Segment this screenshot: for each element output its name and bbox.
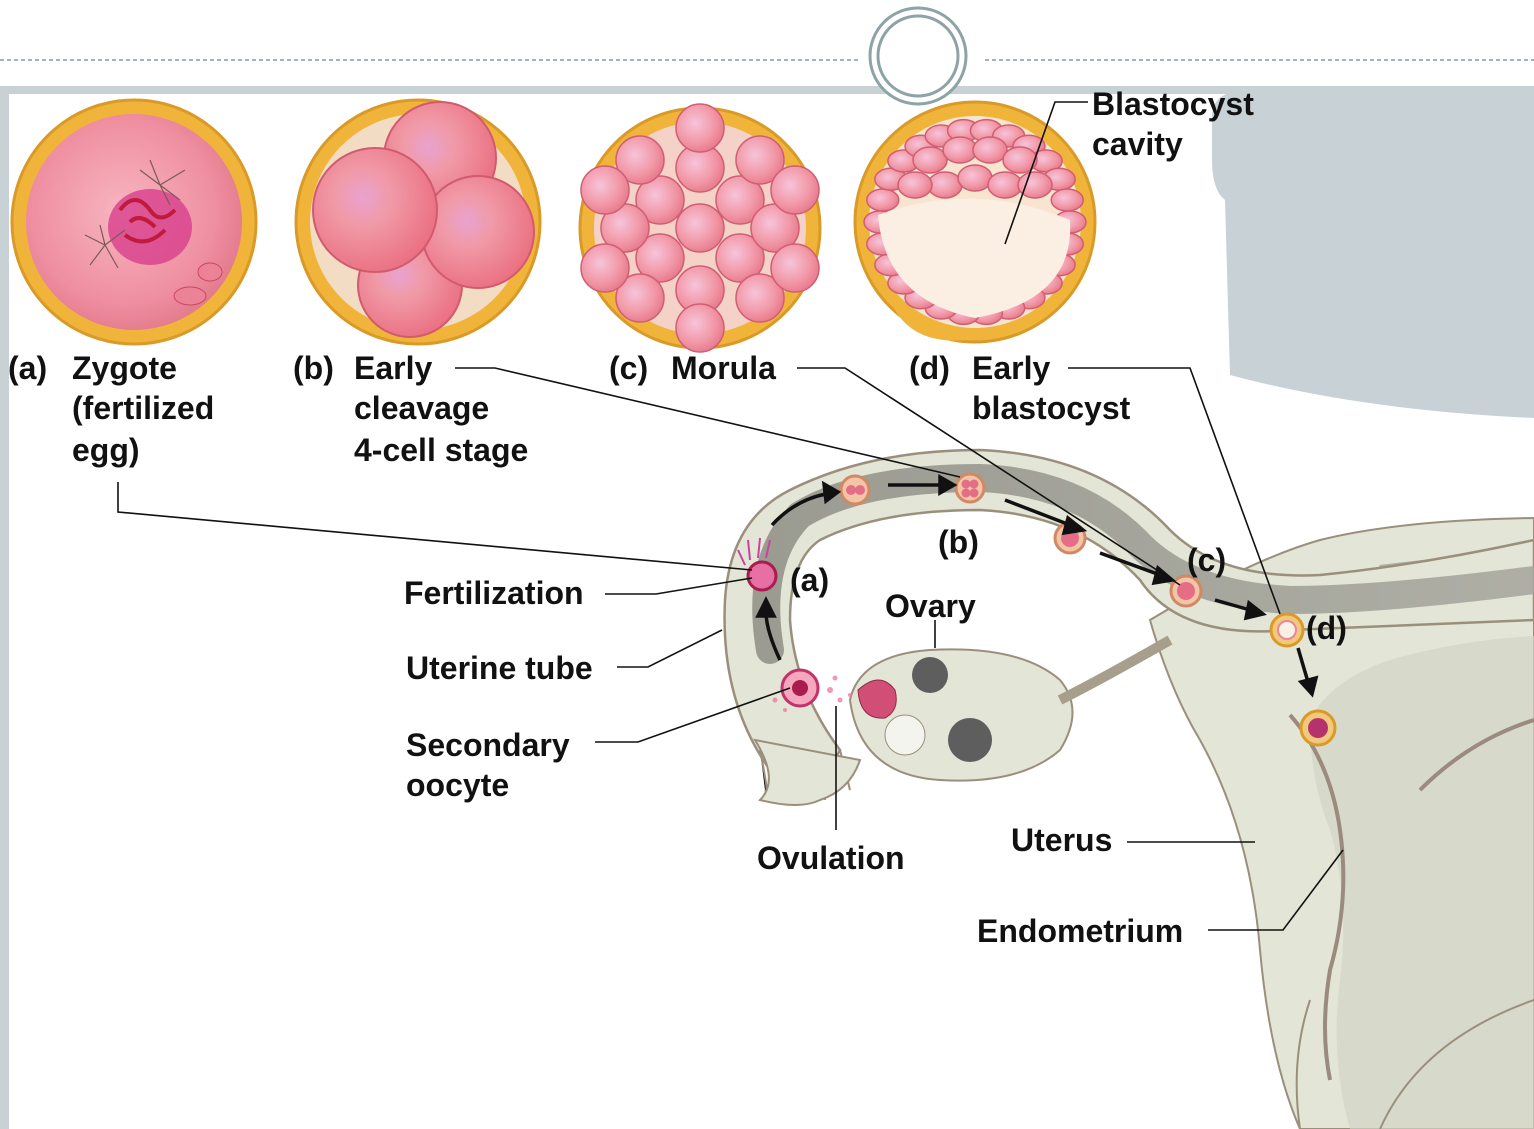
secondary-oocyte-label-2: oocyte bbox=[406, 765, 509, 805]
stage-b-letter: (b) bbox=[293, 348, 334, 388]
trophoblast-cell bbox=[867, 189, 899, 211]
inner-cell bbox=[958, 165, 992, 191]
tube-marker-c: (c) bbox=[1187, 540, 1226, 580]
ovary-illustration bbox=[850, 640, 1170, 781]
inner-cell bbox=[898, 172, 932, 198]
morula-cell bbox=[581, 244, 629, 292]
morula-cell bbox=[676, 104, 724, 152]
stage-c-label-1: Morula bbox=[671, 348, 776, 388]
morula-cell bbox=[771, 244, 819, 292]
stage-d-letter: (d) bbox=[909, 348, 950, 388]
inner-cell bbox=[928, 172, 962, 198]
tube-marker-b: (b) bbox=[938, 522, 979, 562]
morula-cell bbox=[581, 166, 629, 214]
four-cell-illustration bbox=[296, 100, 540, 344]
blastocyst-illustration bbox=[855, 102, 1095, 342]
blastocyst-cavity-label-1: Blastocyst bbox=[1092, 84, 1254, 124]
stage-a-label-2: (fertilized bbox=[72, 388, 214, 428]
morula-illustration bbox=[580, 104, 820, 352]
blastocyst-cavity-label-2: cavity bbox=[1092, 124, 1183, 164]
stage-d-label-1: Early bbox=[972, 348, 1050, 388]
stage-b-label-2: cleavage bbox=[354, 388, 489, 428]
inner-cell bbox=[988, 172, 1022, 198]
inner-cell bbox=[943, 137, 977, 163]
inner-cell bbox=[913, 147, 947, 173]
stage-b-label-3: 4-cell stage bbox=[354, 430, 528, 470]
zygote-illustration bbox=[12, 100, 256, 344]
trophoblast-cell bbox=[1051, 189, 1083, 211]
morula-cell bbox=[771, 166, 819, 214]
tube-marker-d: (d) bbox=[1306, 608, 1347, 648]
ovulation-label: Ovulation bbox=[757, 838, 905, 878]
stage-d-label-2: blastocyst bbox=[972, 388, 1130, 428]
stage-a-label-3: egg) bbox=[72, 430, 140, 470]
secondary-oocyte-label-1: Secondary bbox=[406, 725, 570, 765]
uterus-label: Uterus bbox=[1011, 820, 1112, 860]
fertilization-label: Fertilization bbox=[404, 573, 584, 613]
ovary-label: Ovary bbox=[885, 586, 976, 626]
stage-c-letter: (c) bbox=[609, 348, 648, 388]
stage-a-letter: (a) bbox=[8, 348, 47, 388]
inner-cell bbox=[973, 137, 1007, 163]
uterine-tube-label: Uterine tube bbox=[406, 648, 593, 688]
morula-cell bbox=[676, 204, 724, 252]
endometrium-label: Endometrium bbox=[977, 911, 1183, 951]
morula-cell bbox=[676, 304, 724, 352]
stage-b-label-1: Early bbox=[354, 348, 432, 388]
tube-marker-a: (a) bbox=[790, 560, 829, 600]
stage-a-label-1: Zygote bbox=[72, 348, 177, 388]
